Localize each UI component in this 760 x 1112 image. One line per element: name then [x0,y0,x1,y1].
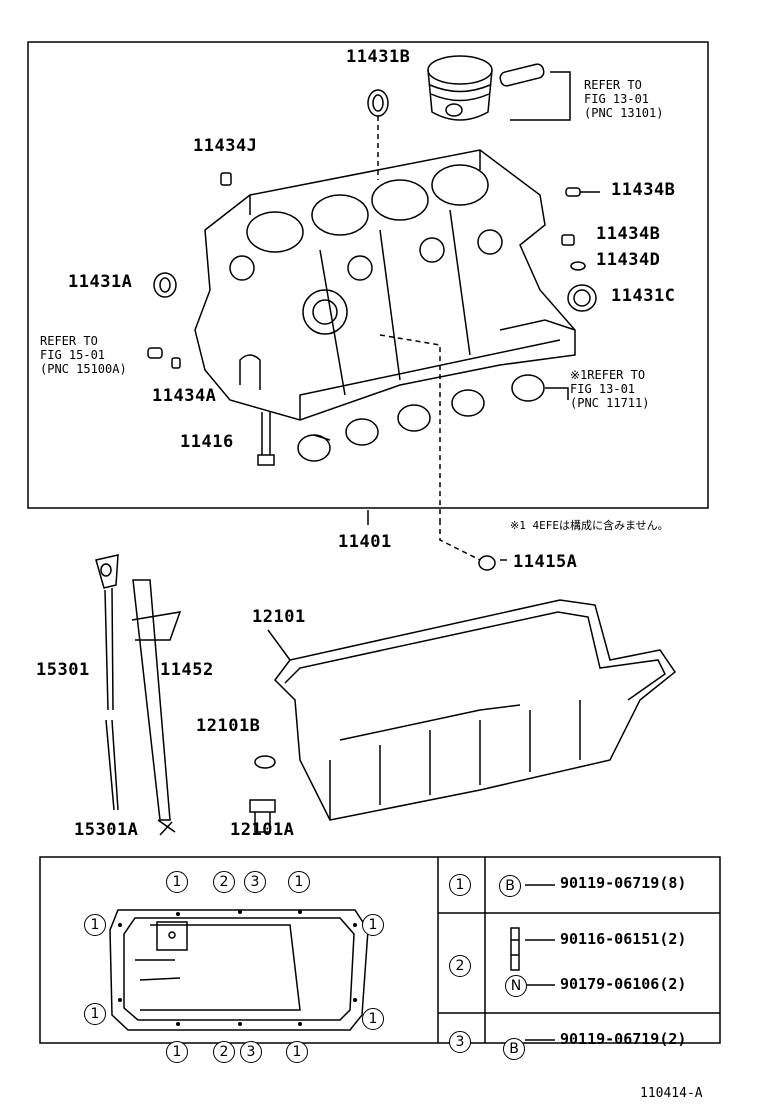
bolt-callout: 1 [84,914,106,936]
refer-fig-13-01-bearing: ※1REFER TO FIG 13-01 (PNC 11711) [570,368,650,410]
part-label-15301a: 15301A [74,820,139,840]
bolt-callout: 3 [240,1041,262,1063]
piston-drawing [427,55,571,121]
seal-11431b [367,89,389,117]
table-row3-part-number: 90119-06719(2) [560,1030,687,1048]
table-row2a-part-number: 90116-06151(2) [560,930,687,948]
bolt-callout: 3 [244,871,266,893]
bolt-callout: 2 [213,871,235,893]
part-label-11401: 11401 [338,532,392,552]
part-label-12101b: 12101B [196,716,261,736]
part-label-11434j: 11434J [193,136,258,156]
dipstick-drawing [95,554,182,833]
table-row1-part-number: 90119-06719(8) [560,874,687,892]
table-row1-number: 1 [449,874,471,896]
bolt-callout: 1 [166,871,188,893]
bolt-callout: 2 [213,1041,235,1063]
bolt-callout: 1 [166,1041,188,1063]
cylinder-block-drawing [194,149,576,421]
engine-block-frame [27,41,709,509]
bolt-callout: 1 [288,871,310,893]
part-label-12101: 12101 [252,607,306,627]
table-row2-number: 2 [449,955,471,977]
table-row1-symbol: B [499,875,521,897]
bolt-layout-frame [39,856,721,1044]
bolt-callout: 1 [84,1003,106,1025]
bolt-layout-pan [109,909,369,1031]
part-label-11434b-2: 11434B [596,224,661,244]
part-label-15301: 15301 [36,660,90,680]
table-row2b-symbol: N [505,975,527,997]
table-row2b-part-number: 90179-06106(2) [560,975,687,993]
part-label-11452: 11452 [160,660,214,680]
refer-fig-13-01-piston: REFER TO FIG 13-01 (PNC 13101) [584,78,664,120]
part-label-12101a: 12101A [230,820,295,840]
part-label-11434d: 11434D [596,250,661,270]
bolt-callout: 1 [362,914,384,936]
bolt-callout: 1 [286,1041,308,1063]
part-label-11434b: 11434B [611,180,676,200]
table-row3-number: 3 [449,1031,471,1053]
bolt-callout: 1 [362,1008,384,1030]
refer-fig-15-01: REFER TO FIG 15-01 (PNC 15100A) [40,334,127,376]
table-row3-symbol: B [503,1038,525,1060]
bearings-drawing [297,374,569,462]
figure-id: 110414-A [640,1086,703,1101]
part-label-11431b: 11431B [346,47,411,67]
footnote: ※1 4EFEは構成に含みません。 [510,519,669,532]
part-label-11416: 11416 [180,432,234,452]
part-label-11415a: 11415A [513,552,578,572]
part-label-11431a: 11431A [68,272,133,292]
part-label-11431c: 11431C [611,286,676,306]
part-label-11434a: 11434A [152,386,217,406]
oil-pan-drawing [274,599,677,821]
